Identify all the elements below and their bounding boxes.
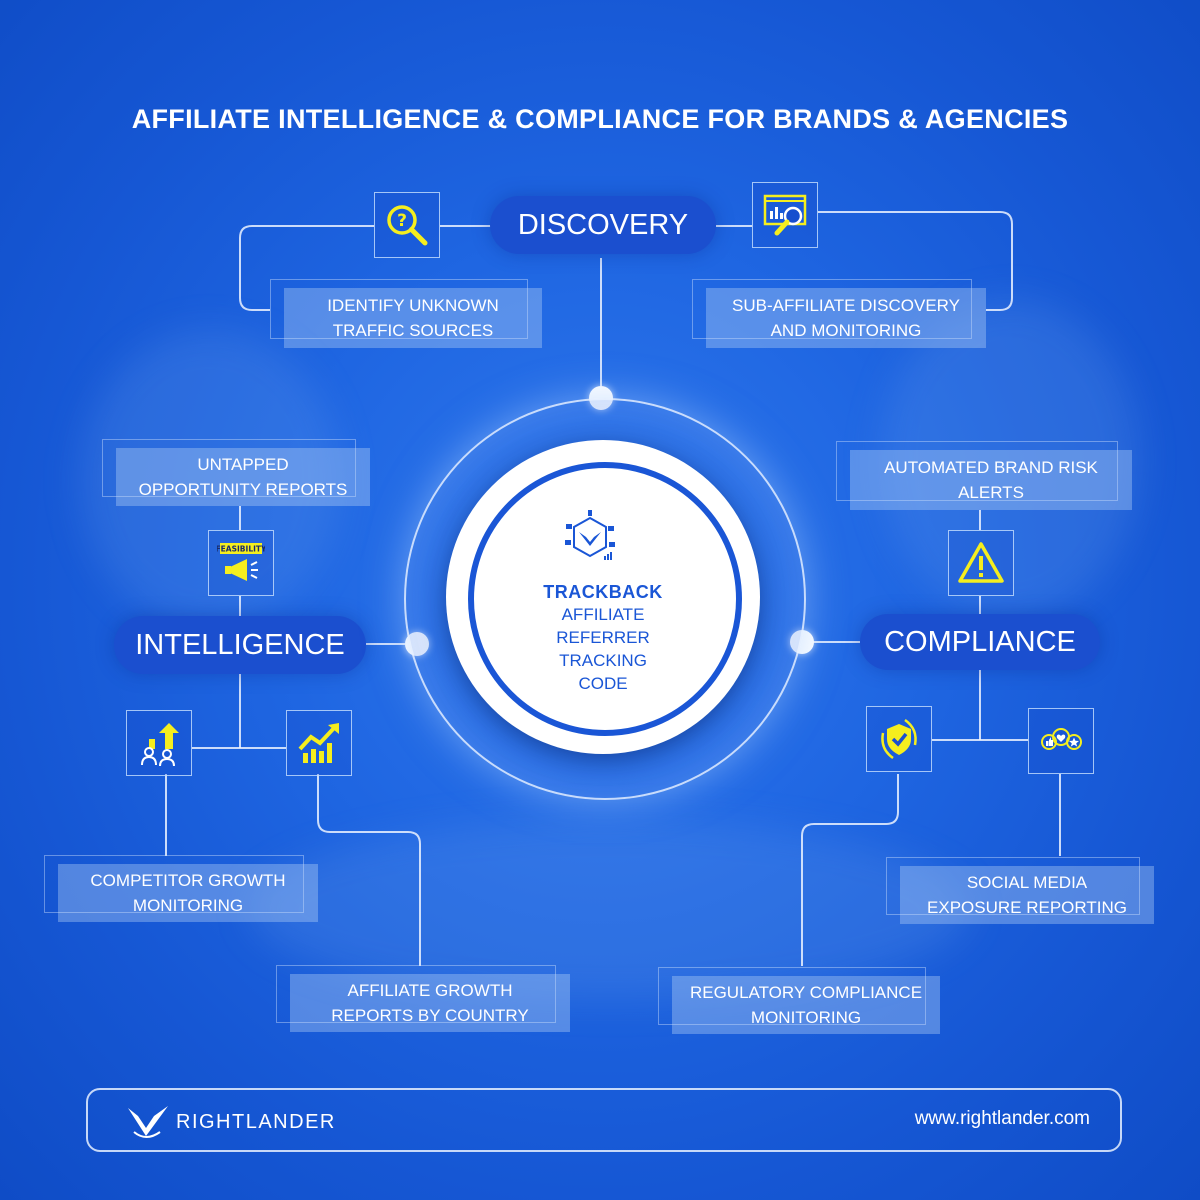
feature-affiliate-growth-by-country: AFFILIATE GROWTH REPORTS BY COUNTRY — [276, 965, 570, 1032]
feature-competitor-growth: COMPETITOR GROWTH MONITORING — [44, 855, 318, 922]
center-inner-ring — [468, 462, 742, 736]
feature-sub-affiliate-discovery: SUB-AFFILIATE DISCOVERY AND MONITORING — [692, 279, 986, 348]
shield-check-icon — [866, 706, 932, 772]
discovery-label: DISCOVERY — [490, 196, 716, 254]
feature-social-media-exposure: SOCIAL MEDIA EXPOSURE REPORTING — [886, 857, 1154, 924]
brand: RIGHTLANDER — [126, 1102, 356, 1142]
page-title: AFFILIATE INTELLIGENCE & COMPLIANCE FOR … — [131, 104, 1069, 134]
feature-label: AFFILIATE GROWTH REPORTS BY COUNTRY — [331, 981, 529, 1025]
background-blur — [880, 300, 1140, 620]
feasibility-megaphone-icon: FEASIBILITY — [208, 530, 274, 596]
connector — [317, 774, 421, 966]
warning-icon — [948, 530, 1014, 596]
trackback-logo-icon — [565, 510, 615, 560]
connector — [239, 225, 374, 311]
background-blur — [250, 820, 970, 1000]
intelligence-label: INTELLIGENCE — [114, 616, 366, 674]
feature-label: SUB-AFFILIATE DISCOVERY AND MONITORING — [732, 296, 960, 340]
footer-bar — [86, 1088, 1122, 1152]
connector — [818, 211, 1013, 311]
brand-name: RIGHTLANDER — [176, 1110, 336, 1133]
feature-label: UNTAPPED OPPORTUNITY REPORTS — [138, 455, 348, 499]
center-title: TRACKBACK — [543, 582, 663, 602]
feasibility-label: FEASIBILITY — [217, 545, 265, 554]
compliance-label: COMPLIANCE — [860, 614, 1100, 670]
feature-label: COMPETITOR GROWTH MONITORING — [90, 871, 286, 915]
background-blur — [80, 330, 340, 630]
feature-untapped-opportunity: UNTAPPED OPPORTUNITY REPORTS — [102, 439, 370, 506]
feature-label: AUTOMATED BRAND RISK ALERTS — [884, 458, 1098, 502]
dashboard-search-icon — [752, 182, 818, 248]
social-reactions-icon — [1028, 708, 1094, 774]
website-link[interactable]: www.rightlander.com — [914, 1108, 1090, 1129]
feature-label: REGULATORY COMPLIANCE MONITORING — [689, 983, 923, 1027]
feature-regulatory-compliance: REGULATORY COMPLIANCE MONITORING — [658, 967, 940, 1034]
feature-brand-risk-alerts: AUTOMATED BRAND RISK ALERTS — [836, 441, 1132, 510]
center-subtitle: AFFILIATE REFERRER TRACKING CODE — [556, 605, 650, 693]
growth-chart-icon — [286, 710, 352, 776]
feature-label: SOCIAL MEDIA EXPOSURE REPORTING — [927, 873, 1127, 917]
feature-identify-unknown-traffic: IDENTIFY UNKNOWN TRAFFIC SOURCES — [270, 279, 542, 348]
feature-label: IDENTIFY UNKNOWN TRAFFIC SOURCES — [327, 296, 499, 340]
center-text: TRACKBACK AFFILIATE REFERRER TRACKING CO… — [483, 582, 723, 695]
rightlander-logo-icon — [128, 1106, 168, 1138]
svg-text:?: ? — [397, 211, 407, 231]
search-question-icon: ? — [374, 192, 440, 258]
competitor-growth-icon — [126, 710, 192, 776]
connector — [801, 774, 899, 966]
